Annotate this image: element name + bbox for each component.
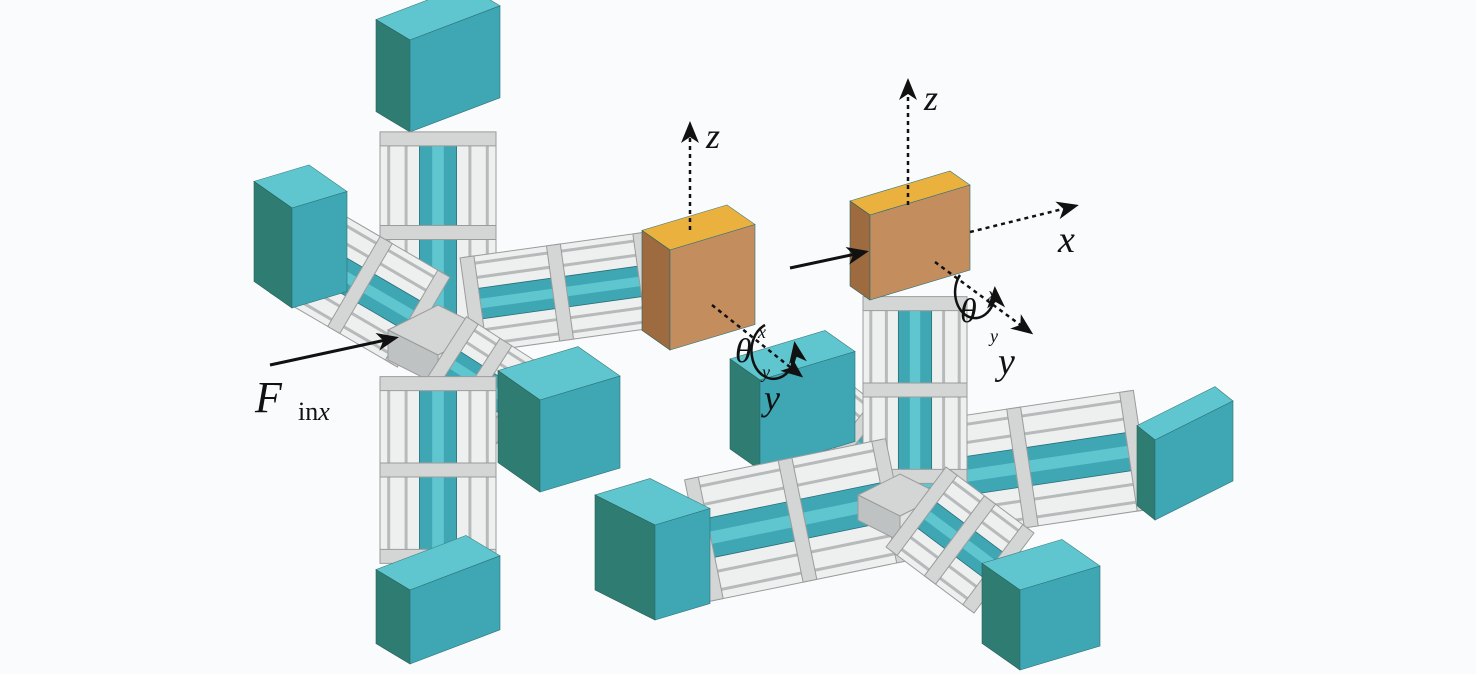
left-theta-sub: y — [760, 362, 770, 382]
cube-left-face — [1136, 424, 1156, 521]
right-theta-label: θ — [960, 293, 977, 330]
left-z-axis-label: z — [705, 116, 720, 156]
cube-left-face — [849, 200, 871, 301]
left-y-axis-label: y — [761, 378, 780, 418]
frame-plate — [327, 235, 393, 335]
cube-right-face — [291, 191, 348, 309]
right-left-arm — [683, 438, 912, 602]
left-front-cube — [497, 346, 621, 493]
left-back-cube — [253, 164, 348, 309]
frame-plate — [923, 495, 997, 585]
cube-right-face — [669, 224, 756, 351]
left-bottom-cube — [375, 535, 501, 665]
left-top-cube — [375, 0, 501, 133]
left-output-stage — [641, 204, 756, 351]
frame-plate — [379, 131, 497, 147]
cube-left-face — [641, 229, 671, 351]
cube-right-face — [759, 351, 856, 471]
right-small-back-cube — [729, 330, 856, 471]
force-subscript: inx — [298, 397, 330, 426]
right-input-force-arrow — [789, 246, 869, 270]
cube-right-face — [654, 508, 711, 621]
left-y-axis-arrow — [711, 304, 804, 378]
right-front-cube — [981, 539, 1101, 671]
frame-plate — [862, 382, 968, 398]
right-y-axis-arrow — [934, 260, 1034, 335]
frame-plate — [885, 466, 958, 557]
cube-right-face — [1154, 400, 1234, 521]
force-subscript-x: x — [317, 397, 330, 426]
force-symbol: F — [254, 373, 283, 422]
cube-right-face — [539, 375, 621, 493]
cube-right-face — [869, 184, 971, 301]
left-theta-sup: x — [757, 322, 766, 342]
force-subscript-in: in — [298, 397, 318, 426]
right-back-right-cube — [1136, 386, 1234, 521]
frame-plate — [379, 225, 497, 240]
frame-plate — [379, 376, 497, 392]
left-rotation-arrow — [750, 323, 807, 381]
right-y-axis-label: y — [994, 341, 1015, 383]
frame-plate — [862, 296, 968, 312]
right-left-cube — [594, 478, 711, 621]
left-theta-label: θ — [735, 333, 752, 370]
right-x-axis-arrow — [969, 201, 1079, 234]
frame-plate — [1006, 406, 1039, 529]
right-output-stage — [849, 170, 971, 301]
frame-plate — [777, 457, 818, 583]
cube-right-face — [1019, 565, 1101, 671]
right-theta-sup: x — [987, 284, 996, 304]
left-lower-vertical-arm — [379, 376, 497, 564]
cube-right-face — [409, 5, 501, 133]
right-x-axis-label: x — [1057, 219, 1075, 261]
input-force-arrow — [269, 333, 399, 367]
right-z-axis-label: z — [923, 78, 938, 118]
right-theta-sub: y — [988, 326, 998, 346]
left-output-arm — [459, 231, 661, 354]
right-rotation-arrow — [953, 274, 1006, 320]
frame-plate — [379, 462, 497, 478]
frame-plate — [545, 243, 575, 342]
right-front-arm — [885, 466, 1035, 614]
cube-right-face — [409, 555, 501, 665]
